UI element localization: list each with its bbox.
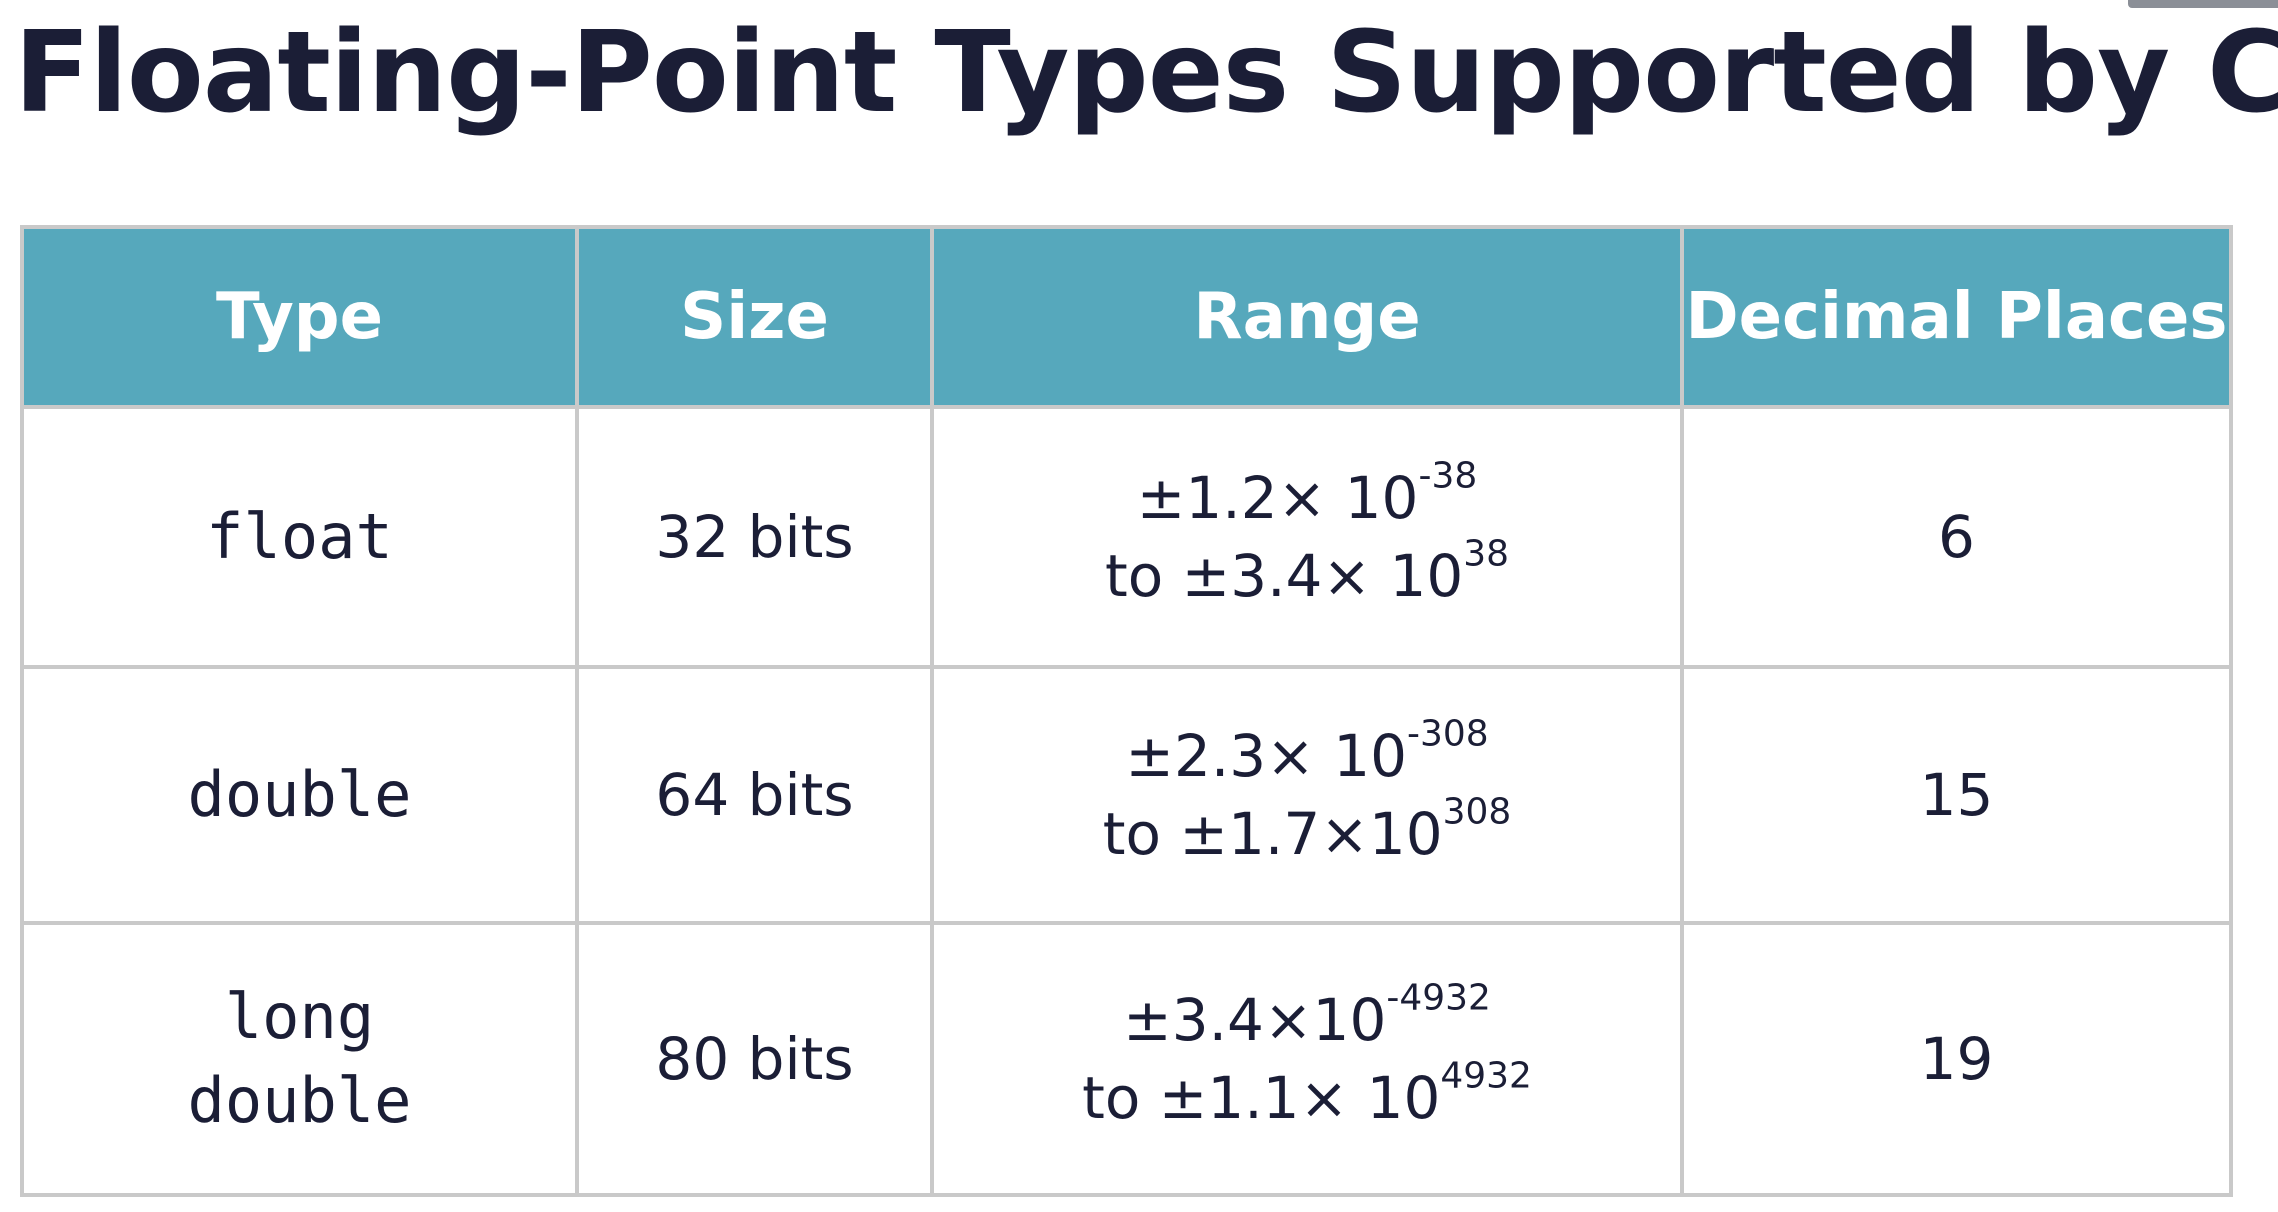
range-upper-text: to ±3.4× 10	[1104, 542, 1464, 610]
column-header-range: Range	[930, 225, 1684, 409]
column-header-size: Size	[575, 225, 934, 409]
range-upper-exponent: 308	[1442, 791, 1512, 833]
type-cell: float	[20, 405, 579, 669]
range-lower-exponent: -4932	[1386, 977, 1491, 1019]
range-lower-text: ±3.4×10	[1123, 985, 1387, 1054]
range-upper-exponent: 4932	[1440, 1055, 1532, 1097]
type-cell: double	[20, 665, 579, 925]
size-cell: 32 bits	[575, 405, 934, 669]
type-name-line-1: long	[224, 980, 375, 1054]
decimal-places-cell: 15	[1680, 665, 2233, 925]
range-lower-line: ±3.4×10-4932	[934, 980, 1680, 1059]
range-lower-text: ±2.3× 10	[1125, 721, 1408, 790]
range-upper-text: to ±1.7×10	[1102, 800, 1443, 868]
table-row: double 64 bits ±2.3× 10-308 to ±1.7×1030…	[20, 665, 2233, 925]
type-name-line-2: double	[187, 1064, 412, 1137]
decimal-places-cell: 19	[1680, 921, 2233, 1197]
type-cell: long double	[20, 921, 579, 1197]
table-header-row: Type Size Range Decimal Places	[20, 225, 2233, 409]
range-lower-line: ±1.2× 10-38	[934, 458, 1680, 537]
table-row: float 32 bits ±1.2× 10-38 to ±3.4× 1038 …	[20, 405, 2233, 669]
range-cell: ±3.4×10-4932 to ±1.1× 104932	[930, 921, 1684, 1197]
range-lower-text: ±1.2× 10	[1136, 463, 1419, 532]
range-lower-line: ±2.3× 10-308	[934, 716, 1680, 795]
window-corner-tab	[2128, 0, 2278, 8]
range-upper-exponent: 38	[1463, 533, 1510, 575]
size-cell: 64 bits	[575, 665, 934, 925]
range-upper-line: to ±1.1× 104932	[934, 1058, 1680, 1137]
range-upper-line: to ±1.7×10308	[934, 794, 1680, 873]
range-lower-exponent: -308	[1407, 713, 1489, 755]
range-lower-exponent: -38	[1418, 455, 1478, 497]
type-name: float	[206, 500, 393, 574]
range-cell: ±2.3× 10-308 to ±1.7×10308	[930, 665, 1684, 925]
range-upper-line: to ±3.4× 1038	[934, 536, 1680, 615]
type-name: double	[187, 758, 412, 832]
column-header-decimal-places: Decimal Places	[1680, 225, 2233, 409]
floating-point-types-table: Type Size Range Decimal Places float 32 …	[20, 225, 2233, 1197]
range-cell: ±1.2× 10-38 to ±3.4× 1038	[930, 405, 1684, 669]
page-title: Floating-Point Types Supported by C	[14, 8, 2278, 138]
table-row: long double 80 bits ±3.4×10-4932 to ±1.1…	[20, 921, 2233, 1197]
decimal-places-cell: 6	[1680, 405, 2233, 669]
range-upper-text: to ±1.1× 10	[1082, 1064, 1441, 1132]
column-header-type: Type	[20, 225, 579, 409]
size-cell: 80 bits	[575, 921, 934, 1197]
